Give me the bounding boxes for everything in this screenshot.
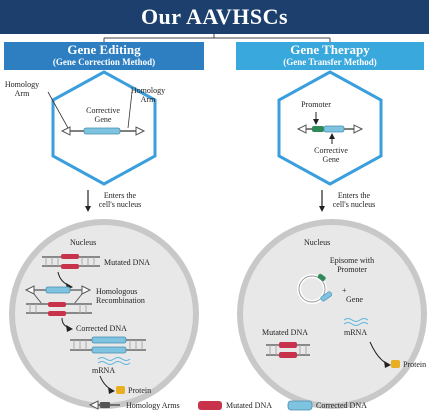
label-mutated-dna-right: Mutated DNA xyxy=(262,328,308,337)
label-homology-arm-right: Homology Arm xyxy=(130,86,166,104)
page-title: Our AAVHSCs xyxy=(0,0,429,34)
label-homologous-recombination: Homologous Recombination xyxy=(96,287,145,305)
label-protein-right: Protein xyxy=(403,360,427,369)
label-corrective-gene-left: Corrective Gene xyxy=(86,106,120,124)
label-nucleus-right: Nucleus xyxy=(304,238,331,247)
legend-corrected-swatch xyxy=(287,400,313,411)
left-corrected-dna xyxy=(70,336,146,354)
label-homology-arm-left: Homology Arm xyxy=(4,80,40,98)
gene-therapy-title: Gene Therapy xyxy=(290,42,370,57)
episome-icon xyxy=(297,273,333,304)
right-mutated-dna xyxy=(266,342,310,358)
right-nucleus xyxy=(237,219,427,409)
right-vector-construct xyxy=(296,124,364,134)
arm-pointer-left xyxy=(47,91,69,129)
left-mrna-wave xyxy=(97,357,131,361)
label-plus: + xyxy=(342,286,347,295)
label-enters-left: Enters the cell's nucleus xyxy=(98,191,142,209)
recombination-construct xyxy=(24,285,92,316)
label-gene: Gene xyxy=(346,295,363,304)
label-mrna-left: mRNA xyxy=(92,366,116,375)
right-protein-icon xyxy=(391,360,400,368)
label-protein-left: Protein xyxy=(128,386,152,395)
gene-therapy-subtitle: (Gene Transfer Method) xyxy=(283,57,377,67)
label-enters-right: Enters the cell's nucleus xyxy=(332,191,376,209)
left-protein-icon xyxy=(116,386,125,394)
right-mrna-wave xyxy=(343,318,369,322)
right-hexagon xyxy=(277,70,383,186)
legend-homology-arms-label: Homology Arms xyxy=(126,401,180,410)
label-corrective-gene-right: Corrective Gene xyxy=(314,146,348,164)
legend-mutated-swatch xyxy=(198,401,222,410)
label-nucleus-left: Nucleus xyxy=(70,238,97,247)
label-corrected-dna-left: Corrected DNA xyxy=(76,324,127,333)
gene-therapy-header: Gene Therapy (Gene Transfer Method) xyxy=(236,42,424,70)
arm-pointer-right xyxy=(127,91,133,129)
legend-homology-arms-icon xyxy=(88,400,120,410)
label-promoter: Promoter xyxy=(301,100,331,109)
label-mutated-dna-left: Mutated DNA xyxy=(104,258,150,267)
legend-mutated-dna-label: Mutated DNA xyxy=(226,401,272,410)
legend-corrected-dna-label: Corrected DNA xyxy=(316,401,367,410)
gene-editing-subtitle: (Gene Correction Method) xyxy=(52,57,156,67)
left-mutated-dna xyxy=(42,254,100,269)
gene-editing-title: Gene Editing xyxy=(67,42,141,57)
label-episome: Episome with Promoter xyxy=(329,256,375,274)
gene-editing-header: Gene Editing (Gene Correction Method) xyxy=(4,42,204,70)
left-hexagon xyxy=(51,70,157,186)
label-mrna-right: mRNA xyxy=(344,328,368,337)
left-vector-construct xyxy=(60,126,146,136)
